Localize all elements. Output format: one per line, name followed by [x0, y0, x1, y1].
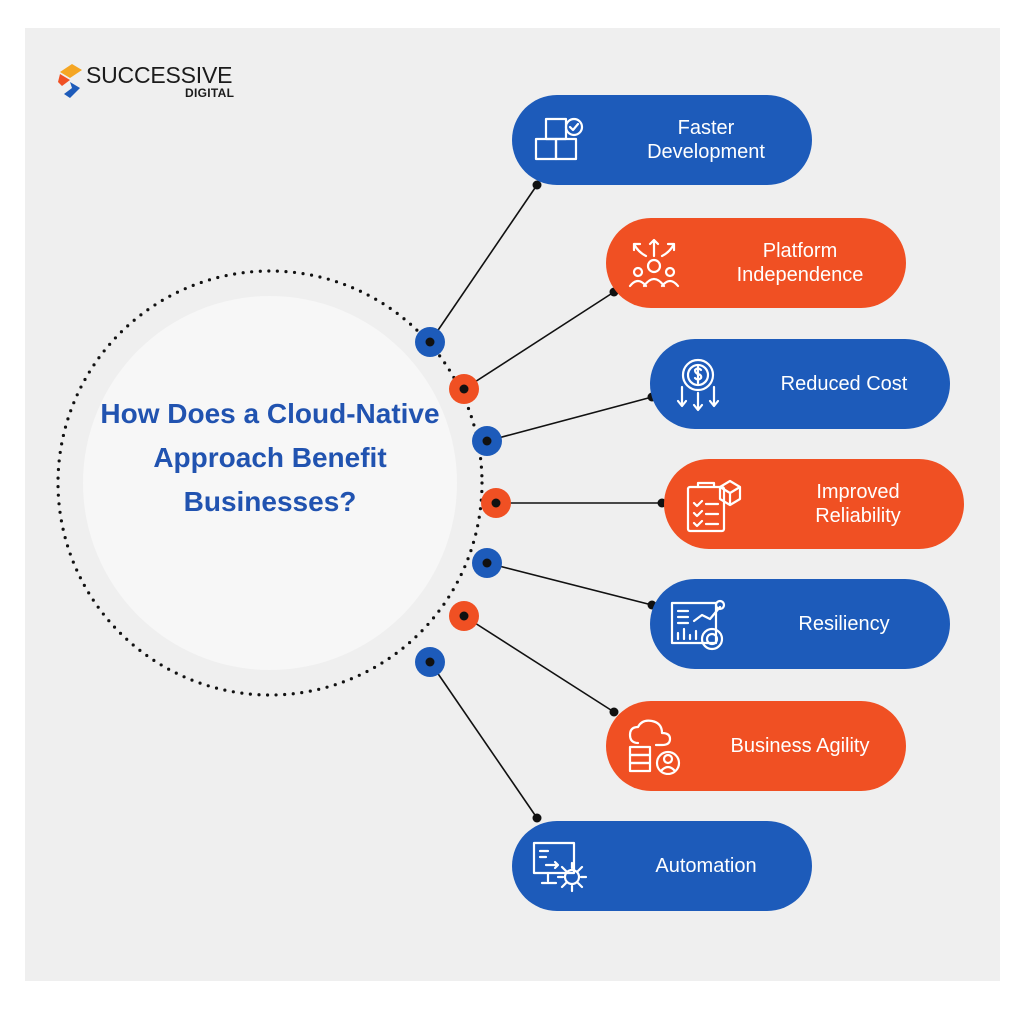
benefit-pill: Business Agility [606, 701, 906, 791]
dollar-down-arrows-icon [676, 358, 720, 412]
benefit-pill: Automation [512, 821, 812, 911]
connector-node-dot [425, 657, 435, 667]
connector-end-dot [609, 707, 619, 717]
center-circle-fill [83, 296, 457, 670]
brand-subname: DIGITAL [185, 86, 235, 100]
connector-node-dot [425, 337, 435, 347]
connector-line [429, 184, 538, 343]
brand-logo: SUCCESSIVE DIGITAL [58, 62, 258, 104]
connector-line [486, 396, 653, 442]
center-circle-dotted-ring [56, 269, 484, 697]
connector-node-dot [459, 611, 469, 621]
brand-mark-icon [58, 64, 82, 98]
connector-line [463, 615, 615, 713]
connector-node-dot [482, 558, 492, 568]
benefit-pill: Resiliency [650, 579, 950, 669]
benefit-pill: Improved Reliability [664, 459, 964, 549]
benefit-pill: Faster Development [512, 95, 812, 185]
benefit-label: Business Agility [730, 735, 870, 757]
benefit-pill: Platform Independence [606, 218, 906, 308]
benefit-label: Resiliency [798, 613, 890, 635]
boxes-check-icon [534, 117, 584, 161]
clipboard-checklist-box-icon [686, 479, 742, 533]
connector-end-dot [532, 813, 542, 823]
cloud-server-user-icon [628, 719, 681, 775]
connector-end-dot [532, 180, 542, 190]
connector-line [463, 291, 615, 390]
benefit-label: Faster Development [647, 117, 765, 163]
benefit-label: Platform Independence [736, 240, 864, 286]
monitor-gear-icon [532, 841, 588, 893]
benefit-label: Improved Reliability [815, 481, 901, 527]
brand-name: SUCCESSIVE [86, 62, 233, 88]
connector-node-dot [482, 436, 492, 446]
team-arrows-icon [628, 238, 680, 288]
connector-node-dot [459, 384, 469, 394]
center-title: How Does a Cloud-Native Approach Benefit… [100, 398, 440, 517]
connector-line [429, 661, 538, 819]
benefit-label: Reduced Cost [780, 373, 908, 395]
benefit-label: Automation [655, 855, 757, 877]
benefit-pill: Reduced Cost [650, 339, 950, 429]
connector-line [486, 562, 653, 606]
connector-node-dot [491, 498, 501, 508]
dashboard-chart-icon [670, 599, 726, 651]
